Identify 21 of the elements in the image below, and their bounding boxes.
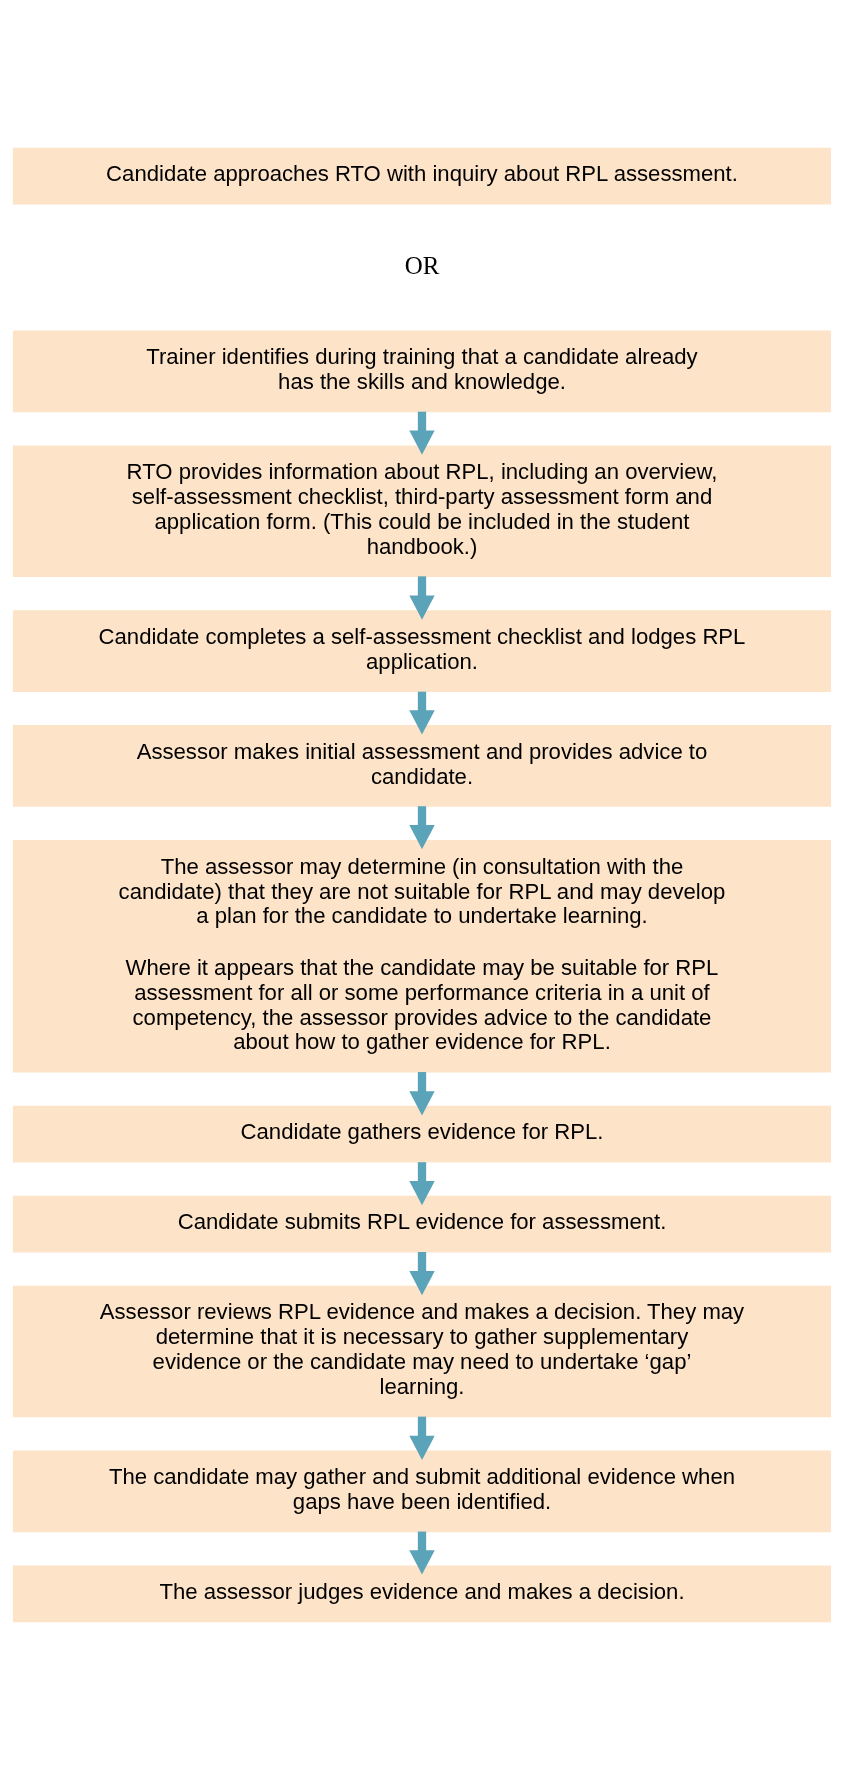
node-box: Assessor makes initial assessment and provides advice to candidate.: [12, 724, 832, 807]
node-box: The candidate may gather and submit additional evidence when gaps have been identified.: [12, 1450, 832, 1532]
node-box: Candidate submits RPL evidence for assessment.: [12, 1195, 832, 1253]
arrow: [409, 1531, 435, 1574]
node-box: Assessor reviews RPL evidence and makes a decision. They may determine that it is necessary to gather supplementary evidence or the candidate may need to undertake ‘gap’ learning.: [12, 1285, 832, 1417]
node-box: Candidate approaches RTO with inquiry about RPL assessment.: [12, 147, 832, 205]
arrow: [409, 691, 435, 734]
arrow: [409, 411, 435, 455]
label: OR: [404, 251, 440, 279]
arrow: [409, 805, 435, 849]
arrow: [409, 1251, 435, 1295]
arrow: [409, 1161, 435, 1205]
arrow: [409, 1416, 435, 1460]
arrow: [409, 575, 435, 620]
node-box: Candidate completes a self-assessment checklist and lodges RPL application.: [12, 609, 832, 692]
arrow: [409, 1071, 435, 1115]
node-box: RTO provides information about RPL, including an overview, self-assessment checklist, third-party assessment form and application form. (This could be included in the student handbook.): [12, 445, 832, 577]
node-box: Candidate gathers evidence for RPL.: [12, 1105, 832, 1163]
node-box: Trainer identifies during training that a candidate already has the skills and knowledge.: [12, 330, 832, 412]
node-box: The assessor may determine (in consultation with the candidate) that they are not suitable for RPL and may develop a plan for the candidate to undertake learning. Where it appears that the candidate may be suitable for RPL assessment for all or some performance criteria in a unit of competency, the assessor provides advice to the candidate about how to gather evidence for RPL.: [12, 839, 832, 1073]
node-box: The assessor judges evidence and makes a decision.: [12, 1564, 832, 1622]
